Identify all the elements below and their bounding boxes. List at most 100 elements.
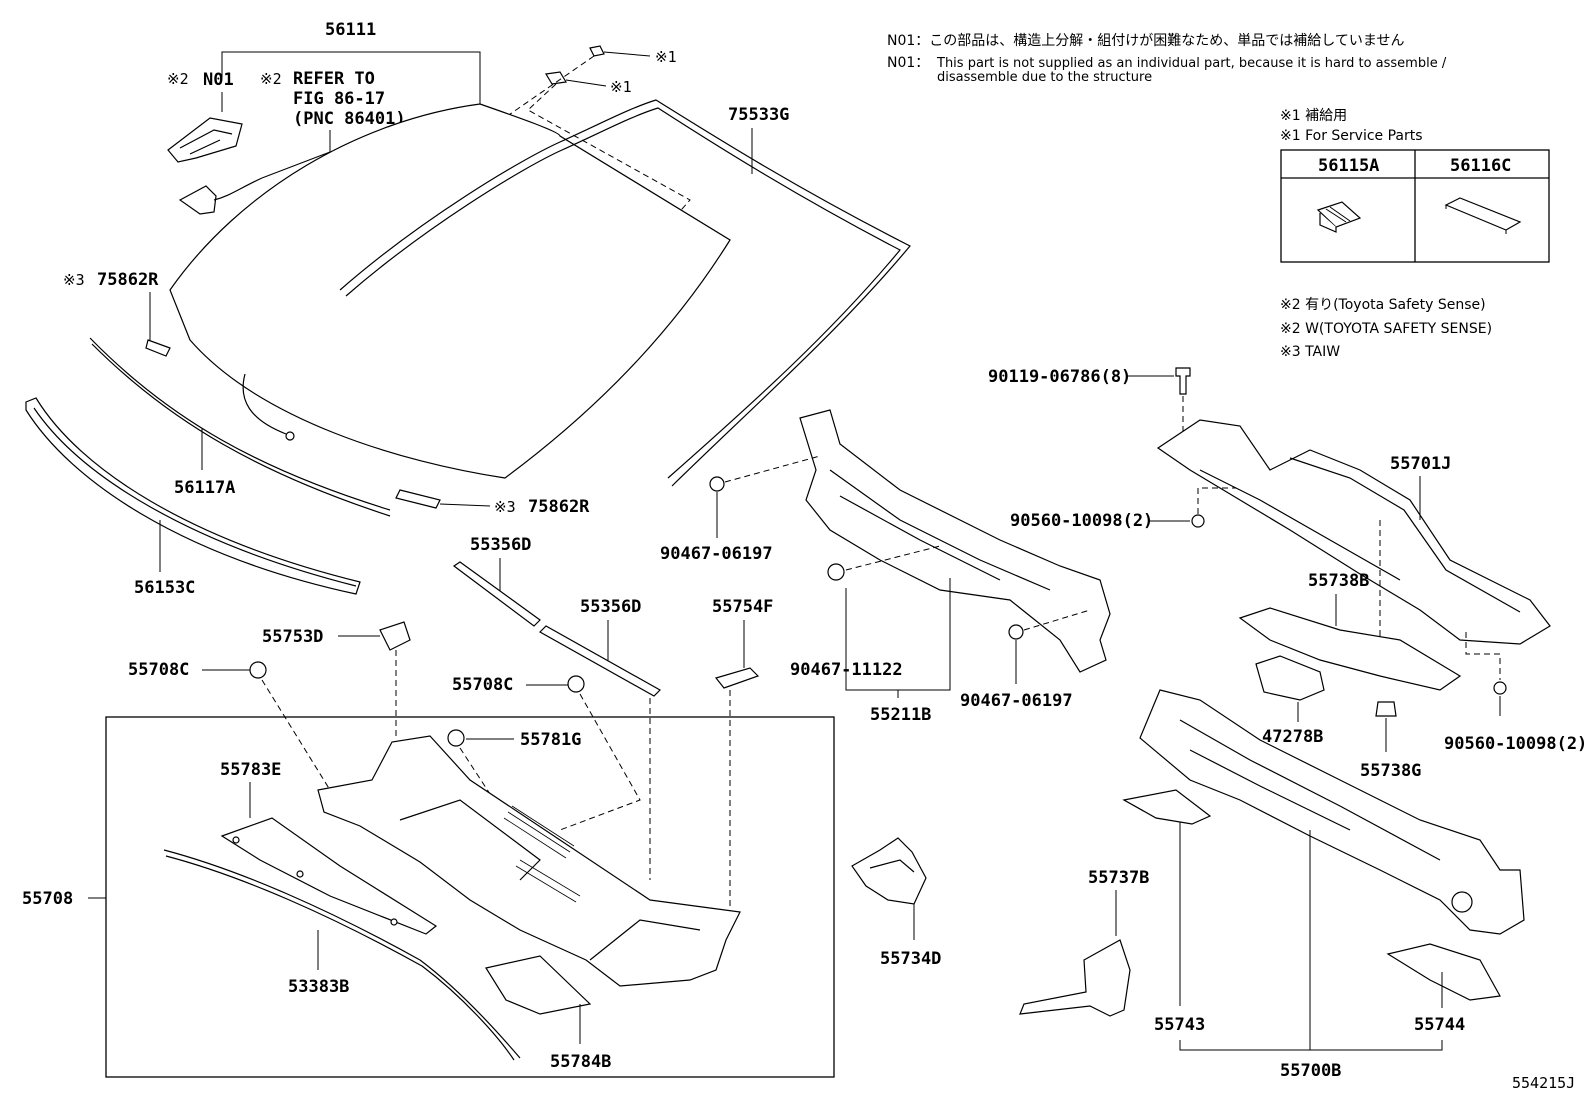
dash-55708C-a	[261, 679, 331, 791]
label-90467-06197-b: 90467-06197	[960, 691, 1073, 711]
clip-55708C-b	[567, 675, 585, 693]
table-col-56116C: 56116C	[1450, 156, 1511, 176]
label-53383B: 53383B	[288, 977, 349, 997]
note-s2-en: ※2 W(TOYOTA SAFETY SENSE)	[1280, 321, 1492, 337]
label-refer-line1: REFER TO	[293, 69, 375, 89]
sensor-camera-drawing	[178, 177, 263, 215]
dash-90467-11122	[845, 545, 941, 571]
weatherstrip-56117A	[89, 337, 391, 517]
label-47278B: 47278B	[1262, 727, 1323, 747]
dash-90560-b	[1465, 632, 1501, 680]
clip-90467-11122	[827, 563, 845, 581]
windshield-glass	[169, 103, 731, 479]
label-55211B: 55211B	[870, 705, 931, 725]
insulator-55738B	[1238, 607, 1462, 691]
label-55783E: 55783E	[220, 760, 281, 780]
label-refer-prefix: ※2	[260, 70, 282, 88]
washer-90560-b	[1493, 681, 1507, 695]
label-55701J: 55701J	[1390, 454, 1451, 474]
label-90467-11122: 90467-11122	[790, 660, 903, 680]
washer-90560-a	[1191, 514, 1205, 528]
label-56111: 56111	[325, 20, 376, 40]
louver-55783E	[220, 817, 438, 935]
label-refer-line2: FIG 86-17	[293, 89, 385, 109]
label-90119: 90119-06786(8)	[988, 367, 1131, 387]
seal-55754F	[714, 667, 760, 689]
note-s1-en: ※1 For Service Parts	[1280, 128, 1423, 144]
clip-56115A-drawing	[1316, 201, 1362, 233]
dash-90560-a	[1197, 487, 1236, 514]
bracket-55734D	[851, 837, 927, 905]
label-75862R-bottom: 75862R	[528, 497, 590, 517]
note-s2-jp: ※2 有り(Toyota Safety Sense)	[1280, 297, 1486, 313]
bracket-55743	[1122, 789, 1212, 825]
leader-55700B-bracket	[1179, 1040, 1443, 1051]
clip-90467-06197-b	[1008, 624, 1024, 640]
bracket-55737B	[1019, 939, 1131, 1017]
panel-55701J	[1156, 419, 1551, 645]
leader-56111	[221, 51, 481, 104]
leader-75862R-bottom	[439, 503, 491, 507]
strip-55356D-a	[452, 561, 541, 627]
note-n01-en-line1: This part is not supplied as an individu…	[936, 56, 1447, 71]
table-col-56115A: 56115A	[1318, 156, 1379, 176]
label-55734D: 55734D	[880, 949, 941, 969]
bracket-47278B	[1255, 655, 1325, 701]
label-75862R-bottom-prefix: ※3	[494, 498, 516, 516]
label-n01-prefix: ※2	[167, 70, 189, 88]
label-55784B: 55784B	[550, 1052, 611, 1072]
label-75862R-top-prefix: ※3	[63, 271, 85, 289]
label-90467-06197-a: 90467-06197	[660, 544, 773, 564]
n01-bracket-drawing	[167, 117, 243, 163]
note-s3: ※3 TAIW	[1280, 344, 1340, 360]
strip-55356D-b	[539, 625, 661, 697]
label-55781G: 55781G	[520, 730, 581, 750]
label-55737B: 55737B	[1088, 868, 1149, 888]
label-55743: 55743	[1154, 1015, 1205, 1035]
service-clip-top	[589, 45, 605, 57]
group-box-55708	[105, 716, 835, 1078]
label-refer-line3: (PNC 86401)	[293, 109, 406, 129]
label-55356D-b: 55356D	[580, 597, 641, 617]
label-55708C-b: 55708C	[452, 675, 513, 695]
note-n01-jp: N01：この部品は、構造上分解・組付けが困難なため、単品では補給していません	[887, 33, 1404, 49]
clip-55753D	[379, 621, 411, 651]
strip-75862R-bottom	[395, 489, 441, 509]
label-90560-a: 90560-10098(2)	[1010, 511, 1153, 531]
dash-90467-06197-b	[1023, 609, 1091, 631]
leader-mark1-bottom	[565, 79, 607, 87]
label-75533G: 75533G	[728, 105, 789, 125]
service-parts-table: 56115A 56116C	[1280, 149, 1550, 263]
panel-55700B	[1139, 689, 1525, 935]
label-56153C: 56153C	[134, 578, 195, 598]
label-n01: N01	[203, 70, 234, 90]
seal-53383B	[163, 849, 521, 1061]
label-55708: 55708	[22, 889, 73, 909]
dash-55708C-b	[559, 693, 641, 831]
note-n01-en-line2: disassemble due to the structure	[937, 70, 1152, 85]
panel-55211B	[799, 409, 1111, 673]
label-55738G: 55738G	[1360, 761, 1421, 781]
clip-55738G	[1375, 701, 1397, 717]
clip-55708C-a	[249, 661, 267, 679]
label-55700B: 55700B	[1280, 1061, 1341, 1081]
strip-56116C-drawing	[1444, 197, 1522, 234]
strip-75862R-top	[145, 339, 171, 357]
label-56117A: 56117A	[174, 478, 235, 498]
label-55356D-a: 55356D	[470, 535, 531, 555]
label-55738B: 55738B	[1308, 571, 1369, 591]
cowl-panel-55708	[317, 735, 741, 987]
bolt-90119	[1175, 367, 1191, 395]
label-mark1-top: ※1	[655, 48, 677, 66]
note-n01-en-label: N01：	[887, 55, 929, 71]
moulding-75533G	[339, 99, 911, 487]
figure-code: 554215J	[1512, 1074, 1575, 1092]
label-mark1-bottom: ※1	[610, 78, 632, 96]
clip-90467-06197-a	[709, 476, 725, 492]
cover-55784B	[485, 955, 592, 1015]
label-90560-b: 90560-10098(2)	[1444, 734, 1587, 754]
label-55753D: 55753D	[262, 627, 323, 647]
bracket-55744	[1386, 943, 1501, 1001]
dash-strip	[527, 83, 691, 235]
label-55708C-a: 55708C	[128, 660, 189, 680]
